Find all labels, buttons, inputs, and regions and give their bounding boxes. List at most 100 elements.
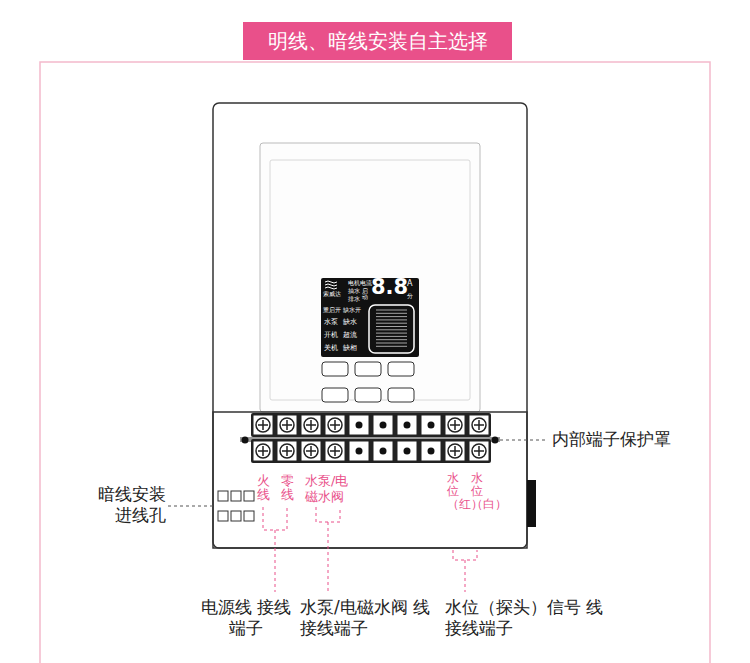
terminal-cell: [421, 415, 441, 435]
lcd-text: 分: [407, 293, 413, 300]
callout-label: 水位（红）: [447, 472, 459, 512]
terminal-pin: [380, 448, 387, 455]
callout-label: 水位（白）: [471, 472, 483, 512]
tank-level-bar: [376, 326, 407, 327]
terminal-screw: [472, 418, 486, 432]
terminal-pin: [356, 448, 363, 455]
terminal-cover: [213, 412, 527, 548]
terminal-screw: [304, 444, 318, 458]
lcd-display: 索威达电机电流抽水排水启动8.8A分重启开缺水开水泵缺水开机超流关机缺相: [321, 278, 419, 357]
terminal-screw: [256, 418, 270, 432]
terminal-cell: [445, 441, 465, 461]
terminal-pin: [356, 422, 363, 429]
tank-outline: [369, 305, 414, 353]
panel-inner: [270, 160, 470, 400]
lcd-text: 缺水: [343, 319, 357, 327]
callout-label: 零线: [281, 474, 294, 503]
terminal-screw: [448, 444, 462, 458]
tank-level-bar: [376, 310, 407, 311]
entry-hole: [244, 511, 254, 521]
tank-level-bar: [376, 313, 407, 314]
logo-mark: [325, 281, 337, 289]
terminal-cell: [397, 415, 417, 435]
terminal-cell: [373, 441, 393, 461]
terminal-pin: [428, 422, 435, 429]
terminal-strip: [251, 439, 491, 463]
terminal-cell: [253, 415, 273, 435]
screw-slot: [258, 446, 268, 456]
terminal-pin: [428, 448, 435, 455]
lcd-text: 抽水: [348, 288, 360, 294]
power-switch: [527, 480, 536, 527]
terminal-pin: [380, 422, 387, 429]
lcd-text: 缺相: [343, 345, 357, 353]
screw-slot: [330, 446, 340, 456]
terminal-screw: [328, 418, 342, 432]
terminal-block: [251, 413, 491, 463]
terminal-cell: [277, 441, 297, 461]
terminal-cell: [421, 441, 441, 461]
lcd-text: 超流: [343, 332, 357, 340]
terminal-cell: [469, 441, 489, 461]
lcd-text: A: [407, 280, 412, 289]
terminal-cell: [325, 441, 345, 461]
terminal-cell: [373, 415, 393, 435]
screw-slot: [474, 446, 484, 456]
terminal-screw: [304, 418, 318, 432]
tank-level-bar: [376, 336, 407, 337]
terminal-cell: [325, 415, 345, 435]
terminal-screw: [280, 418, 294, 432]
terminal-cell: [301, 415, 321, 435]
tank-level-bar: [376, 333, 407, 334]
terminal-cell: [445, 415, 465, 435]
tank-level-bar: [376, 323, 407, 324]
tank-level-bar: [376, 316, 407, 317]
terminal-cell: [397, 441, 417, 461]
terminal-screw: [328, 444, 342, 458]
callout-label: 水泵/电磁水阀: [305, 473, 359, 506]
screw-slot: [306, 446, 316, 456]
tank-level-bar: [376, 329, 407, 330]
screw-slot: [450, 446, 460, 456]
screw-slot: [306, 420, 316, 430]
lcd-text: 电机电流: [348, 280, 372, 286]
callout-label: 内部端子保护罩: [552, 429, 722, 450]
terminal-cell: [349, 441, 369, 461]
terminal-screw: [448, 418, 462, 432]
terminal-cell: [301, 441, 321, 461]
front-panel: [260, 143, 480, 412]
terminal-cell: [349, 415, 369, 435]
terminal-pin: [404, 422, 411, 429]
terminal-cell: [277, 415, 297, 435]
screw-slot: [330, 420, 340, 430]
screw-slot: [258, 420, 268, 430]
title-text: 明线、暗线安装自主选择: [243, 28, 512, 54]
entry-hole: [231, 511, 241, 521]
tank-level-bar: [376, 339, 407, 340]
rail-screw: [492, 437, 499, 444]
frame-line: [40, 62, 710, 663]
tank-level-bar: [376, 319, 407, 320]
pink-leader-lines: [263, 507, 477, 592]
lcd-text: 索威达: [323, 291, 341, 298]
tank-level-bar: [376, 343, 407, 344]
lcd-text: 重启开: [323, 307, 341, 314]
entry-holes: [218, 491, 254, 521]
screw-slot: [474, 420, 484, 430]
lcd-text: 缺水开: [343, 307, 361, 314]
screw-slot: [282, 446, 292, 456]
buttons: [322, 362, 414, 402]
callout-label: 电源线 接线端子: [200, 597, 292, 640]
entry-hole: [218, 491, 228, 501]
lcd-text: 开机: [324, 332, 338, 340]
terminal-cell: [469, 415, 489, 435]
controller-housing: [213, 103, 527, 548]
callout-label: 水位（探头）信号 线接线端子: [445, 597, 610, 640]
terminal-screw: [472, 444, 486, 458]
lcd-text: 启动: [362, 288, 368, 300]
screw-slot: [450, 420, 460, 430]
entry-hole: [218, 511, 228, 521]
screw-slot: [282, 420, 292, 430]
lcd-text: 关机: [324, 345, 338, 353]
lcd-text: 排水: [348, 296, 360, 302]
